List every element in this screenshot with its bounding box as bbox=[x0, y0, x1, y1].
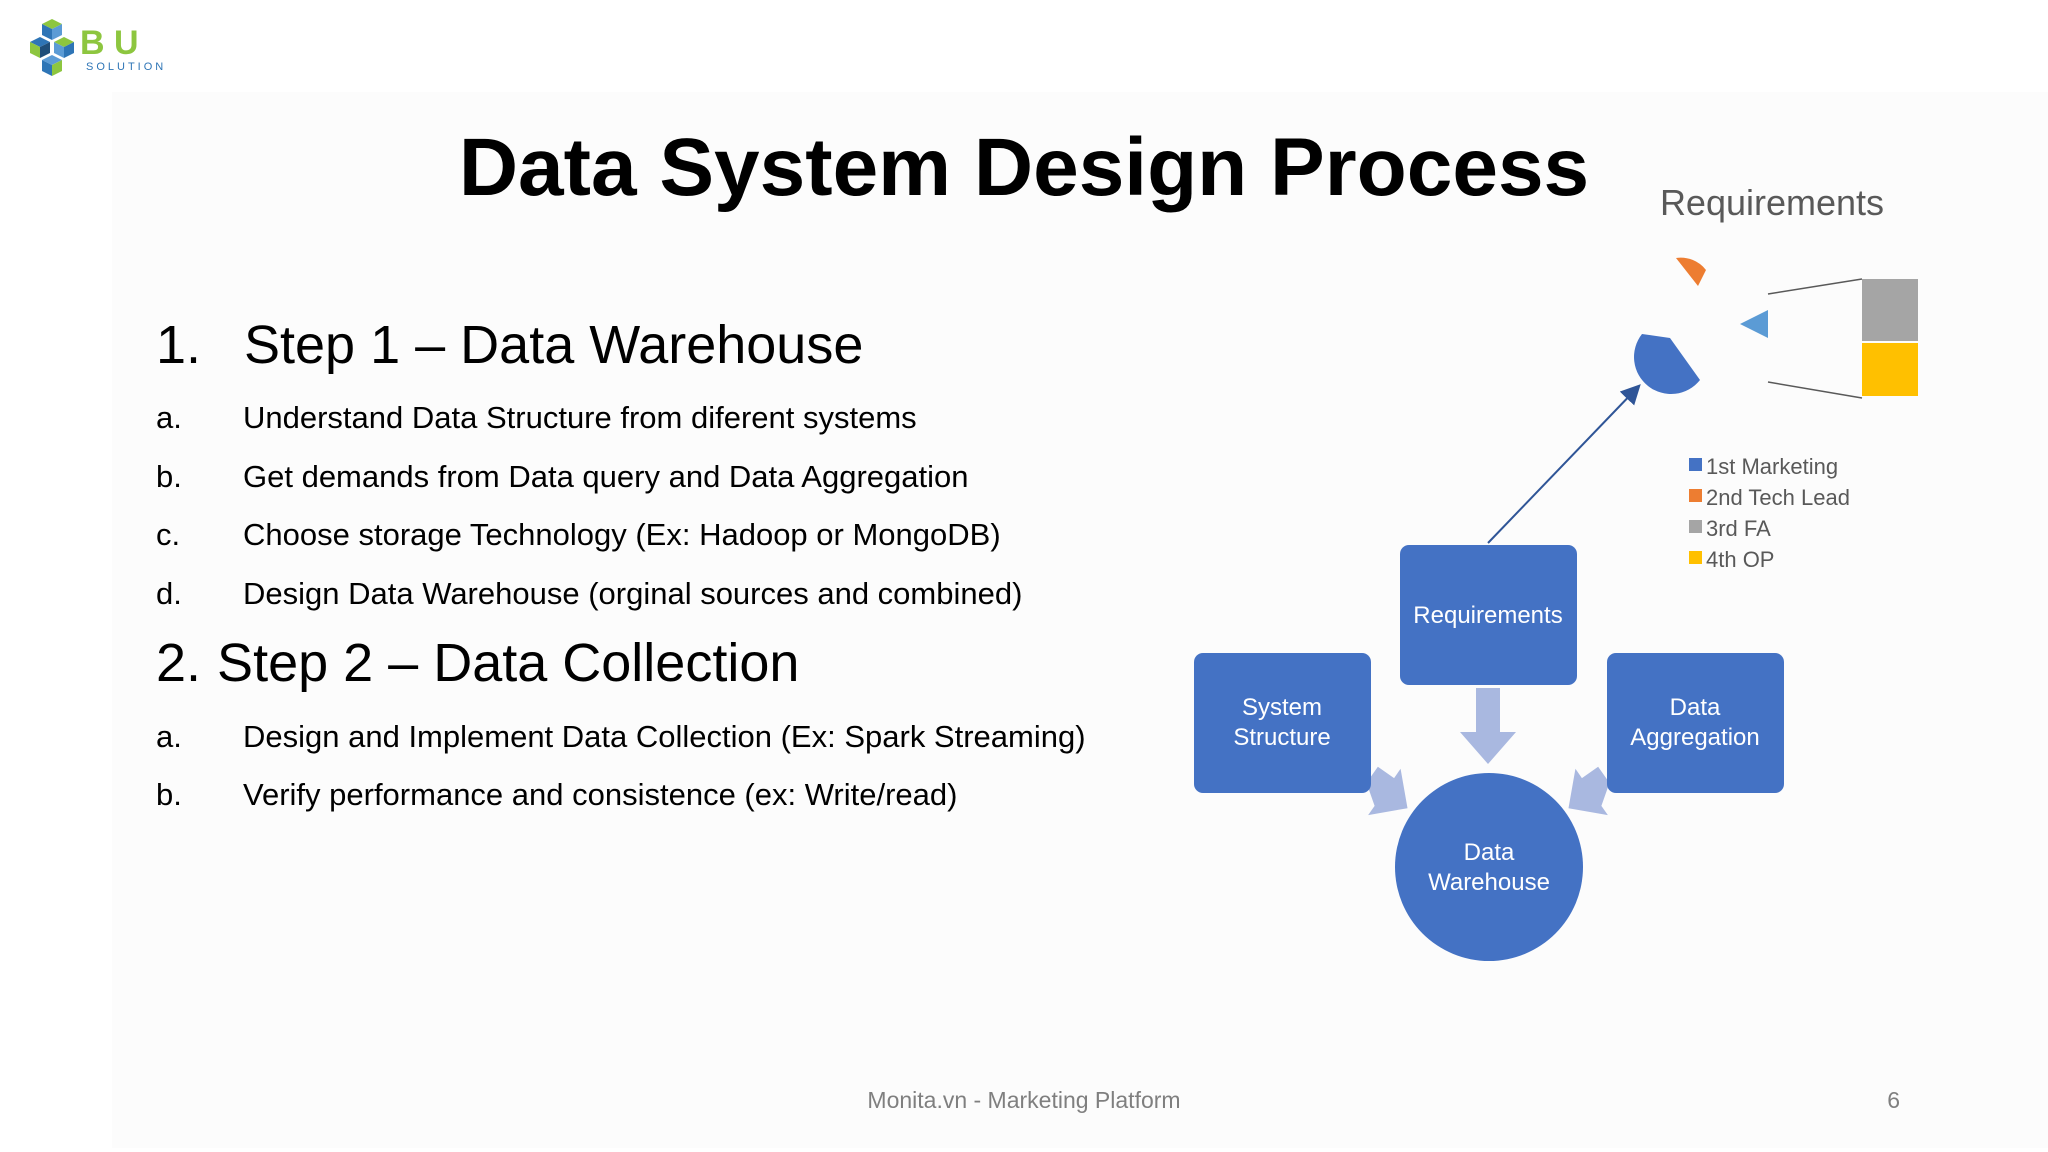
legend-swatch bbox=[1689, 458, 1702, 471]
requirements-node bbox=[1400, 545, 1577, 685]
data-aggregation-label-line1: Data bbox=[1670, 694, 1721, 721]
pie-slice-small bbox=[1740, 310, 1768, 338]
list-item: d. Design Data Warehouse (orginal sources… bbox=[156, 574, 1022, 614]
system-structure-label-line1: System bbox=[1242, 694, 1322, 721]
list-text: Understand Data Structure from diferent … bbox=[243, 400, 917, 435]
logo-text: B U bbox=[80, 24, 139, 62]
logo-cube-icon bbox=[30, 19, 74, 76]
legend-swatch bbox=[1689, 520, 1702, 533]
list-letter: c. bbox=[156, 517, 181, 552]
data-warehouse-label-line1: Data bbox=[1464, 839, 1515, 866]
list-letter: a. bbox=[156, 719, 182, 754]
pie-leader-line bbox=[1767, 278, 1863, 295]
pie-slice-placeholder bbox=[1700, 262, 1735, 268]
legend-label: 4th OP bbox=[1706, 547, 1774, 572]
data-aggregation-label-line2: Aggregation bbox=[1630, 724, 1759, 751]
legend-swatch bbox=[1689, 551, 1702, 564]
data-warehouse-node bbox=[1395, 773, 1583, 961]
step-2-heading-text: Step 2 – Data Collection bbox=[217, 633, 800, 693]
list-item: b. Verify performance and consistence (ex… bbox=[156, 775, 957, 815]
list-text: Design and Implement Data Collection (Ex… bbox=[243, 719, 1086, 754]
left-down-arrow bbox=[1568, 766, 1610, 816]
step-2-heading: 2.Step 2 – Data Collection bbox=[156, 630, 799, 696]
pie-leader-line bbox=[1767, 381, 1863, 399]
list-text: Verify performance and consistence (ex: … bbox=[243, 777, 958, 812]
list-item: b. Get demands from Data query and Data A… bbox=[156, 457, 969, 497]
pie-slice-1st-marketing bbox=[1634, 334, 1700, 394]
system-structure-node bbox=[1194, 653, 1371, 793]
list-item: a. Design and Implement Data Collection (… bbox=[156, 717, 1086, 757]
data-aggregation-node bbox=[1607, 653, 1784, 793]
list-letter: d. bbox=[156, 576, 182, 611]
legend-swatch bbox=[1689, 489, 1702, 502]
list-text: Design Data Warehouse (orginal sources a… bbox=[243, 576, 1023, 611]
list-letter: b. bbox=[156, 459, 182, 494]
step-1-heading-text: Step 1 – Data Warehouse bbox=[244, 315, 864, 375]
slide-title: Data System Design Process bbox=[458, 122, 1590, 213]
bar-slice-4th-op bbox=[1862, 343, 1918, 396]
legend-label: 1st Marketing bbox=[1706, 454, 1838, 479]
pie-slice-2nd-tech-lead bbox=[1676, 257, 1706, 286]
list-text: Get demands from Data query and Data Agg… bbox=[243, 459, 969, 494]
chart-title: Requirements bbox=[1660, 182, 1884, 223]
company-logo: B U SOLUTION bbox=[30, 19, 166, 76]
connector-line bbox=[1487, 384, 1641, 544]
list-letter: a. bbox=[156, 400, 182, 435]
footer-text: Monita.vn - Marketing Platform bbox=[867, 1087, 1181, 1113]
system-structure-label-line2: Structure bbox=[1233, 724, 1330, 751]
right-down-arrow bbox=[1366, 766, 1408, 816]
down-arrow bbox=[1460, 688, 1516, 764]
requirements-label: Requirements bbox=[1413, 602, 1562, 629]
list-item: c. Choose storage Technology (Ex: Hadoop … bbox=[156, 515, 1001, 555]
legend-label: 3rd FA bbox=[1706, 516, 1771, 541]
step-2-number: 2. bbox=[156, 633, 202, 693]
list-item: a. Understand Data Structure from diferen… bbox=[156, 398, 917, 438]
list-letter: b. bbox=[156, 777, 182, 812]
step-1-heading: 1. Step 1 – Data Warehouse bbox=[156, 312, 863, 378]
slide-background bbox=[112, 92, 2048, 1148]
bar-slice-3rd-fa bbox=[1862, 279, 1918, 341]
logo-subtext: SOLUTION bbox=[86, 61, 166, 73]
page-number: 6 bbox=[1887, 1087, 1900, 1113]
list-text: Choose storage Technology (Ex: Hadoop or… bbox=[243, 517, 1001, 552]
legend-label: 2nd Tech Lead bbox=[1706, 485, 1850, 510]
step-1-number: 1. bbox=[156, 315, 202, 375]
data-warehouse-label-line2: Warehouse bbox=[1428, 869, 1550, 896]
